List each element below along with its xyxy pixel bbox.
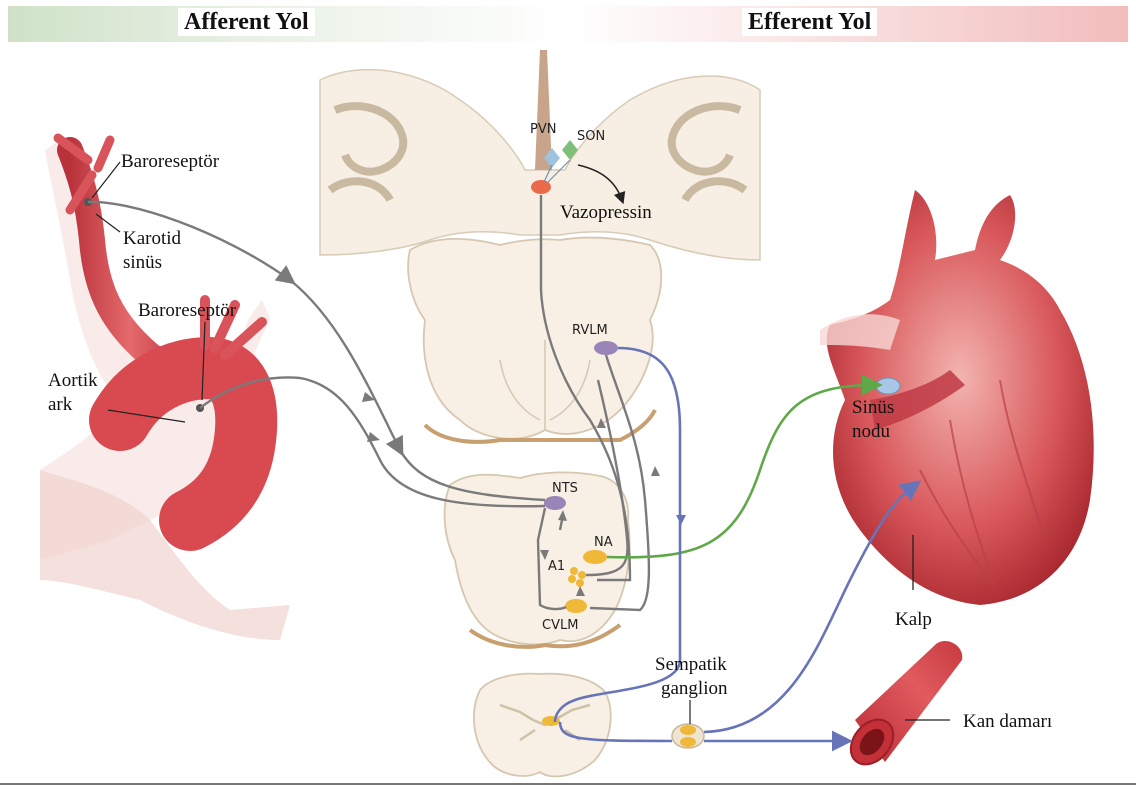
nts-nucleus	[544, 496, 566, 510]
label-cvlm: CVLM	[542, 618, 578, 633]
label-carotid-sinus-2: sinüs	[123, 252, 162, 273]
blood-vessel	[842, 641, 962, 773]
label-carotid-sinus-1: Karotid	[123, 228, 182, 249]
label-blood-vessel: Kan damarı	[963, 711, 1052, 732]
label-na: NA	[594, 535, 613, 550]
label-nts: NTS	[552, 481, 578, 496]
label-vasopressin: Vazopressin	[560, 202, 652, 223]
label-baroreceptor-aortic: Baroreseptör	[138, 300, 237, 321]
label-aortic-arch-2: ark	[48, 394, 73, 415]
label-sympathetic-1: Sempatik	[655, 654, 727, 675]
label-a1: A1	[548, 559, 565, 574]
label-sinus-node-1: Sinüs	[852, 397, 894, 418]
label-baroreceptor-carotid: Baroreseptör	[121, 151, 220, 172]
label-pvn: PVN	[530, 122, 556, 137]
sinus-node-marker	[876, 378, 900, 394]
spinal-cord-section	[474, 674, 611, 777]
label-sinus-node-2: nodu	[852, 421, 891, 442]
spinal-neuron	[542, 716, 560, 726]
bottom-rule	[0, 783, 1136, 785]
pons-section	[408, 238, 661, 442]
sympathetic-ganglion-graphic	[672, 724, 704, 748]
hypothalamus-nucleus	[531, 180, 551, 194]
na-nucleus	[583, 550, 607, 564]
cvlm-nucleus	[565, 599, 587, 613]
label-son: SON	[577, 129, 605, 144]
label-sympathetic-2: ganglion	[661, 678, 728, 699]
rvlm-nucleus	[594, 341, 618, 355]
label-heart: Kalp	[895, 609, 932, 630]
label-aortic-arch-1: Aortik	[48, 370, 98, 391]
label-rvlm: RVLM	[572, 323, 608, 338]
